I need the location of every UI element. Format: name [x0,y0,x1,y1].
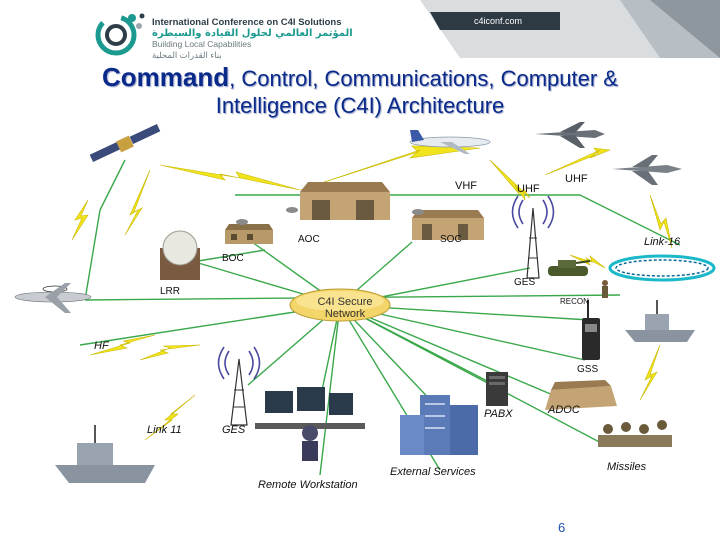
airliner-icon [409,130,491,154]
building-aoc-icon [225,224,273,244]
label-lrr: LRR [160,286,181,297]
label-uhf-2: UHF [565,173,588,185]
label-missiles: Missiles [607,461,647,473]
secure-network-line-1: C4I Secure [317,296,373,308]
page-title: Command, Control, Communications, Comput… [0,64,720,120]
radar-dome-icon [160,230,200,280]
label-boc: BOC [222,253,244,264]
link16-ring-icon [608,254,716,282]
external-services-buildings-icon [400,395,478,455]
c4i-secure-network-label: C4I Secure Network [300,296,390,320]
label-adoc: ADOC [548,404,580,416]
label-pabx: PABX [484,408,513,420]
label-hf: HF [94,340,109,352]
antenna-tower-icon [511,195,555,279]
header-band [420,0,720,58]
remote-workstation-icon [255,387,365,461]
armored-vehicle-icon [548,260,591,276]
satellite-dish-icon [236,207,424,225]
label-remote-workstation: Remote Workstation [258,479,358,491]
logo-line-3: Building Local Capabilities [152,39,252,49]
soldier-icon [602,280,608,298]
logo-line-4: بناء القدرات المحلية [152,50,222,60]
label-vhf: VHF [455,180,477,192]
label-ges-bottom: GES [222,424,246,436]
warship-icon [55,425,155,483]
logo-text: International Conference on C4I Solution… [152,17,353,61]
label-recon: RECON [560,297,589,306]
missile-crew-icon [598,420,672,447]
antenna-tower-icon [217,346,261,426]
label-external-services: External Services [390,466,476,478]
label-ges-top: GES [514,277,536,288]
fighter-jet-icon [535,122,605,148]
conference-logo [95,13,145,56]
building-soc-icon [412,210,484,240]
label-aoc: AOC [298,234,320,245]
label-link-16: Link-16 [644,236,681,248]
building-adoc-icon [545,380,617,410]
page-number: 6 [558,520,566,535]
pabx-server-icon [486,372,508,406]
logo-line-2: المؤتمر العالمي لحلول القيادة والسيطرة [152,28,353,39]
title-word-command: Command [102,62,230,92]
label-uhf-1: UHF [517,183,540,195]
warship-icon [625,300,695,342]
awacs-aircraft-icon [14,283,92,313]
radio-handset-icon [582,300,600,360]
c4i-secure-network-hub [289,288,391,322]
label-soc: SOC [440,234,462,245]
title-line-2: Intelligence (C4I) Architecture [215,93,505,118]
fighter-jet-icon [612,155,682,185]
site-url[interactable]: c4iconf.com [473,16,523,26]
logo-line-1: International Conference on C4I Solution… [152,17,342,28]
label-link-11: Link 11 [147,424,182,436]
satellite-icon [89,124,161,162]
building-hangar-icon [300,182,390,220]
title-line-1: , Control, Communications, Computer & [229,66,618,91]
secure-network-line-2: Network [324,308,366,320]
label-gss: GSS [577,364,599,375]
